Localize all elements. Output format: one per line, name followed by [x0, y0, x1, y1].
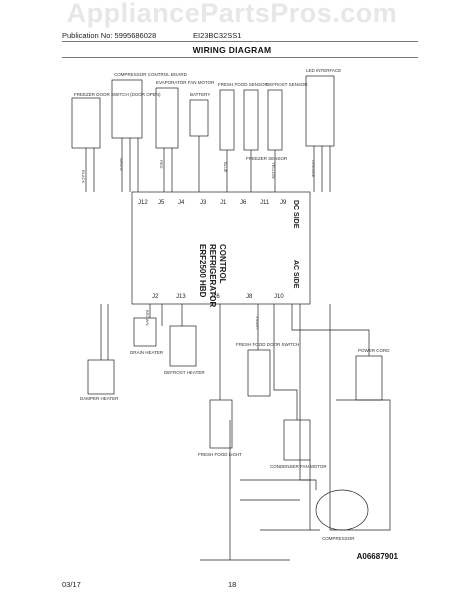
- connector-j3: J3: [200, 200, 207, 206]
- dc-side-label: DC SIDE: [292, 200, 299, 229]
- connector-j4: J4: [178, 200, 185, 206]
- label-compressor-control: COMPRESSOR CONTROL BOARD: [114, 72, 188, 77]
- control-board: [131, 191, 311, 305]
- connector-j10: J10: [274, 294, 284, 300]
- connector-j2: J2: [152, 294, 159, 300]
- watermark: AppliancePartsPros.com: [66, 0, 398, 28]
- label-drain-heater: DRAIN HEATER: [130, 350, 164, 355]
- page-number: 18: [228, 580, 237, 589]
- model-number: EI23BC32SS1: [193, 31, 242, 40]
- power-cord: [355, 355, 383, 401]
- figure-id: A06687901: [356, 552, 398, 561]
- label-evap-fan: EVAPORATOR FAN MOTOR: [156, 80, 215, 85]
- label-compressor: COMPRESSOR: [322, 536, 355, 541]
- freezer-sensor: [243, 89, 259, 151]
- freezer-door-switch: [71, 97, 101, 149]
- label-ff-sensor: FRESH FOOD SENSOR: [218, 82, 269, 87]
- wire-label-violet: VIOLET: [255, 316, 260, 331]
- wire-label-blue: BLUE: [223, 162, 228, 173]
- damper-heater: [87, 359, 115, 395]
- wiring-diagram: ERF2500 HBD REFRIGERATOR CONTROL DC SIDE…: [71, 68, 391, 561]
- label-freezer-door-switch: FREEZER DOOR SWITCH (DOOR OPEN): [74, 92, 161, 97]
- connector-j13: J13: [176, 294, 186, 300]
- fresh-food-door-switch: [247, 349, 271, 397]
- connector-j5: J5: [158, 200, 165, 206]
- evaporator-fan-motor: [155, 87, 179, 149]
- page-title: WIRING DIAGRAM: [192, 45, 272, 55]
- connector-j6: J6: [240, 200, 247, 206]
- connector-j16: J16: [210, 294, 220, 300]
- battery: [189, 99, 209, 137]
- label-ff-door-switch: FRESH FOOD DOOR SWITCH: [236, 342, 299, 347]
- label-ff-light: FRESH FOOD LIGHT: [198, 452, 242, 457]
- wire-label-yellow: YELLOW: [271, 162, 276, 179]
- label-defrost-sensor: DEFROST SENSOR: [266, 82, 308, 87]
- label-power-cord: POWER CORD: [358, 348, 390, 353]
- fresh-food-sensor: [219, 89, 235, 151]
- wire-label-white: WHITE: [119, 158, 124, 171]
- compressor: [315, 489, 369, 531]
- defrost-heater: [169, 325, 197, 367]
- fresh-food-light: [209, 399, 233, 449]
- label-led-interface: LED INTERFACE: [306, 68, 341, 73]
- defrost-sensor: [267, 89, 283, 151]
- condenser-fan-motor: [283, 419, 311, 461]
- title-rule: [62, 57, 418, 58]
- wire-label-red: RED: [159, 160, 164, 169]
- footer-date: 03/17: [62, 580, 81, 589]
- board-name-2: REFRIGERATOR: [208, 244, 217, 307]
- wire-label-brown: BROWN: [145, 310, 150, 325]
- header-rule: [62, 41, 418, 42]
- connector-j8: J8: [246, 294, 253, 300]
- led-interface: [305, 75, 335, 147]
- label-fz-sensor: FREEZER SENSOR: [246, 156, 288, 161]
- connector-j12: J12: [138, 200, 148, 206]
- connector-j9: J9: [280, 200, 287, 206]
- wire-label-orange: ORANGE: [311, 160, 316, 178]
- label-damper-heater: DAMPER HEATER: [80, 396, 119, 401]
- label-battery: BATTERY: [190, 92, 210, 97]
- publication-number: Publication No: 5995686028: [62, 31, 157, 40]
- label-defrost-heater: DEFROST HEATER: [164, 370, 205, 375]
- compressor-control-board: [111, 79, 143, 139]
- ac-side-label: AC SIDE: [292, 260, 299, 289]
- board-name-3: CONTROL: [218, 244, 227, 284]
- connector-j1: J1: [220, 200, 227, 206]
- label-condenser-fan: CONDENSER FAN MOTOR: [270, 464, 327, 469]
- drain-heater: [133, 317, 157, 347]
- board-name-1: ERF2500 HBD: [198, 244, 207, 298]
- connector-j11: J11: [260, 200, 270, 206]
- wire-label-black: BLACK: [81, 170, 86, 183]
